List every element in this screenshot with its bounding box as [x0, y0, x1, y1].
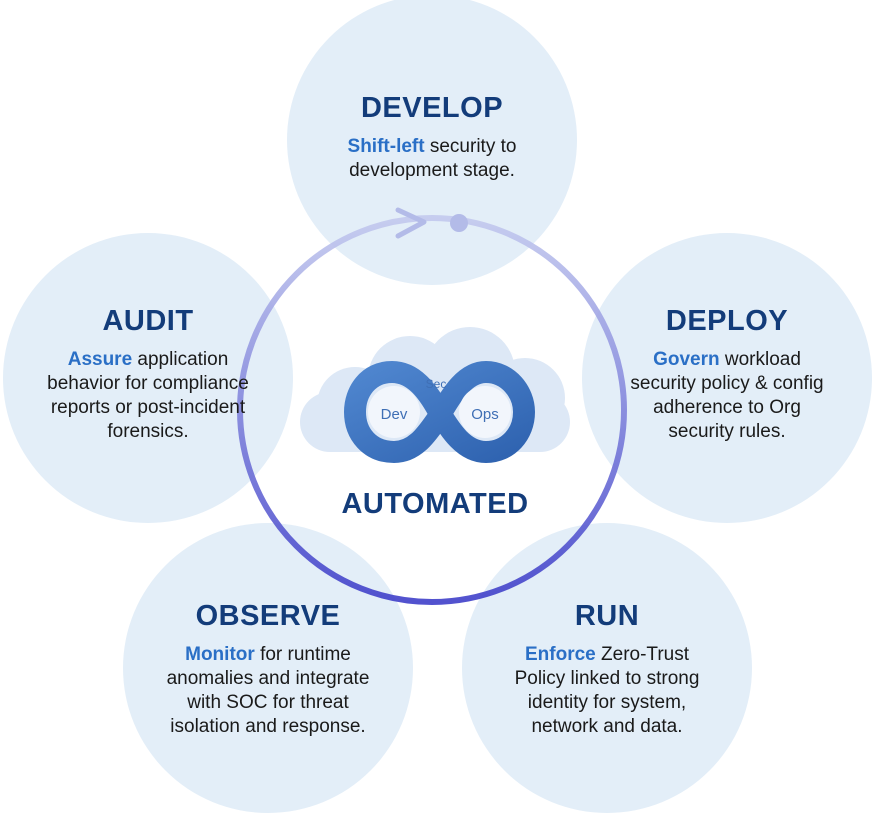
deploy-circle: [582, 233, 872, 523]
node-run: RUN Enforce Zero-Trust Policy linked to …: [500, 600, 714, 739]
node-run-text: Zero-Trust Policy linked to strong ident…: [514, 644, 700, 737]
node-audit: AUDIT Assure application behavior for co…: [30, 305, 266, 444]
node-deploy-title: DEPLOY: [665, 305, 789, 337]
node-develop-keyword: Shift-left: [347, 136, 425, 157]
cycle-ring: [237, 215, 627, 605]
audit-circle: [3, 233, 293, 523]
logo-ops-label: Ops: [471, 406, 499, 423]
observe-circle: [123, 523, 413, 813]
node-run-description: Enforce Zero-Trust Policy linked to stro…: [500, 643, 714, 739]
node-audit-title: AUDIT: [102, 305, 194, 337]
develop-circle: [287, 0, 577, 285]
cycle-dot: [450, 214, 468, 232]
node-develop-description: Shift-left security to development stage…: [322, 135, 542, 183]
run-circle: [462, 523, 752, 813]
node-develop-title: DEVELOP: [360, 92, 504, 124]
node-deploy-text: workload security policy & config adhere…: [630, 349, 824, 442]
node-deploy-description: Govern workload security policy & config…: [624, 348, 830, 444]
logo-sec-label: Sec: [426, 377, 447, 391]
node-audit-description: Assure application behavior for complian…: [30, 348, 266, 444]
node-develop: DEVELOP Shift-left security to developme…: [322, 92, 542, 183]
node-run-keyword: Enforce: [525, 644, 596, 665]
node-observe-text: for runtime anomalies and integrate with…: [166, 644, 370, 737]
node-deploy: DEPLOY Govern workload security policy &…: [624, 305, 830, 444]
devsecops-logo-icon: Dev Ops Sec: [344, 361, 535, 463]
node-observe-description: Monitor for runtime anomalies and integr…: [152, 643, 384, 739]
node-audit-keyword: Assure: [67, 349, 133, 370]
node-observe-title: OBSERVE: [195, 600, 341, 632]
node-deploy-keyword: Govern: [653, 349, 720, 370]
cycle-arrow-icon: [395, 207, 427, 239]
node-observe-keyword: Monitor: [185, 644, 255, 665]
center-label: AUTOMATED: [341, 488, 529, 520]
logo-dev-label: Dev: [381, 406, 408, 423]
node-observe: OBSERVE Monitor for runtime anomalies an…: [152, 600, 384, 739]
node-run-title: RUN: [574, 600, 640, 632]
node-develop-text: security to development stage.: [349, 136, 517, 181]
node-audit-text: application behavior for compliance repo…: [47, 349, 249, 442]
